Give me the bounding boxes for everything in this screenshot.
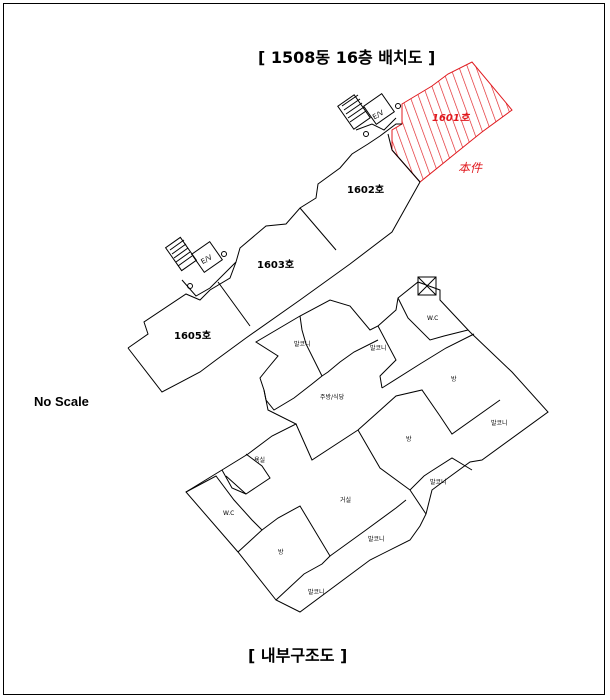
room-label-balcony-right-low: 발코니 <box>430 478 447 486</box>
room-label-wc-top: W.C <box>427 315 438 322</box>
interior-title: [ 내부구조도 ] <box>248 646 348 665</box>
room-label-room-bottom: 방 <box>278 548 284 556</box>
divider-1602-1603 <box>299 207 337 251</box>
room-label-room-center: 방 <box>406 435 412 443</box>
scale-note: No Scale <box>34 394 89 409</box>
unit-1601-hatch <box>391 61 513 183</box>
subject-property-label: 本件 <box>458 161 483 175</box>
room-label-balcony-top-left: 발코니 <box>294 340 311 348</box>
building-outline-lower <box>127 181 421 393</box>
building-outline <box>127 123 402 349</box>
unit-label-1603: 1603호 <box>257 258 294 271</box>
stair-core-upper <box>337 92 401 137</box>
room-label-balcony-right: 발코니 <box>491 419 508 427</box>
site-plan <box>127 61 513 393</box>
interior-plan <box>185 276 549 613</box>
room-label-room-right: 방 <box>451 375 457 383</box>
room-label-balcony-bottom: 발코니 <box>308 588 325 596</box>
page-frame <box>3 3 605 695</box>
room-label-wc-left: W.C <box>223 510 234 517</box>
unit-label-1605: 1605호 <box>174 329 211 342</box>
room-label-bathroom: 욕실 <box>254 456 265 464</box>
divider-1601-1602 <box>391 149 421 183</box>
x-marker-box <box>417 276 437 296</box>
room-label-living: 거실 <box>340 496 351 504</box>
interior-room-labels: 발코니 발코니 W.C 주방/식당 방 발코니 방 욕실 발코니 거실 W.C … <box>223 315 508 596</box>
room-label-balcony-top-mid: 발코니 <box>370 344 387 352</box>
divider-1603-1605 <box>217 281 251 327</box>
unit-label-1601: 1601호 <box>432 112 471 124</box>
site-plan-title: [ 1508동 16층 배치도 ] <box>258 48 436 67</box>
interior-outline <box>185 281 549 613</box>
room-label-balcony-bottom-mid: 발코니 <box>368 535 385 543</box>
unit-label-1602: 1602호 <box>347 183 384 196</box>
stair-core-lower <box>164 236 237 297</box>
room-label-kitchen: 주방/식당 <box>320 393 345 401</box>
elevator-label-lower: E/V <box>200 253 214 266</box>
